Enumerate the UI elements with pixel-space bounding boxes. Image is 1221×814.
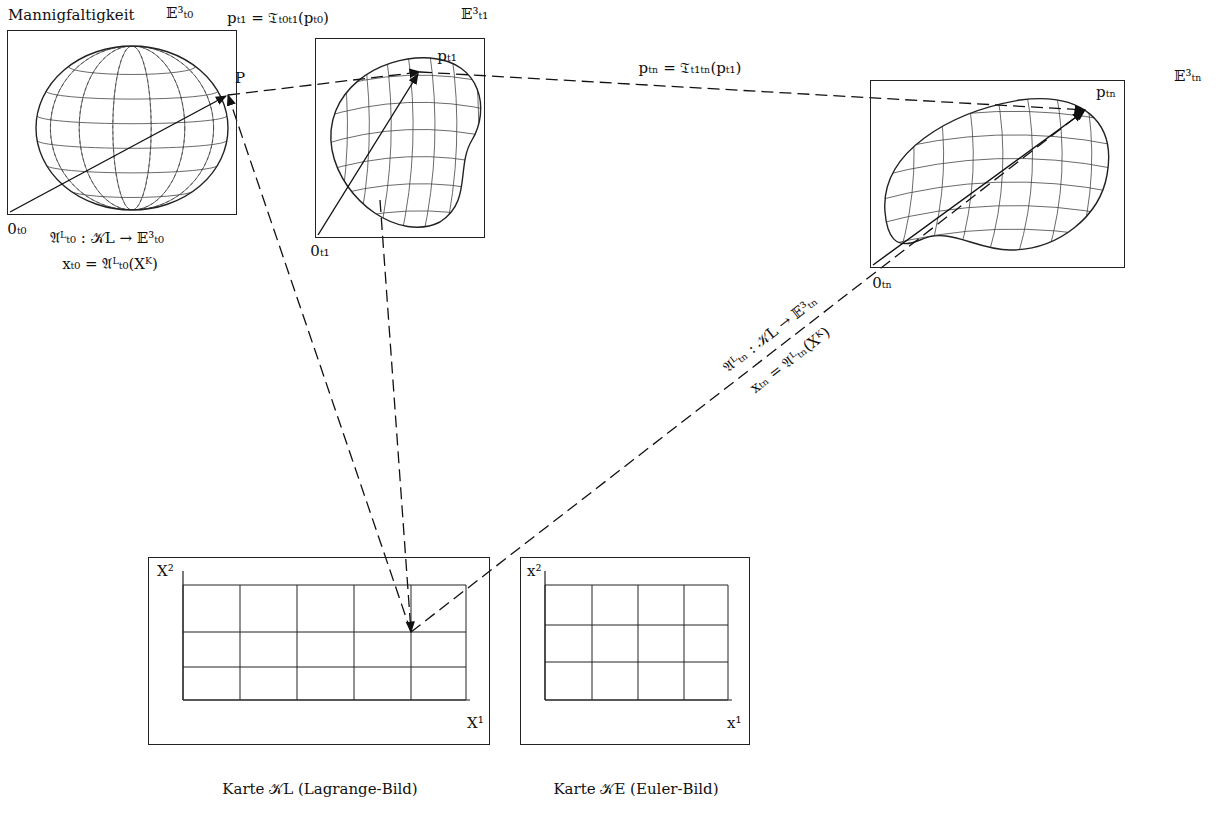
parallel [46,91,217,99]
point-label: pₜₙ [1096,83,1116,101]
grid-line [878,182,1115,200]
mapping-arrow [228,95,411,632]
grid-line [320,75,495,91]
grid-line [335,50,348,240]
sphere-grid [37,46,227,210]
grid-line [354,585,355,700]
map-formula: 𝔄ᴸₜ₀ : 𝒦L → 𝔼³ₜ₀ [50,229,164,247]
grid-line [878,88,1115,106]
grid-line [320,129,495,145]
body-grid [313,48,501,254]
mapping-arrow [420,72,1085,110]
mapping-arrow [228,72,420,95]
axis-label: x¹ [727,714,741,732]
position-vector [318,74,418,235]
grid-line [870,90,884,255]
meridian [79,46,185,210]
grid-line [320,211,495,227]
chart-caption: Karte 𝒦E (Euler-Bild) [553,780,718,798]
grid-line [297,585,298,700]
grid-line [411,585,412,700]
grid-line [592,585,593,700]
space-label: 𝔼³ₜ₁ [461,5,488,23]
chart-grid [183,571,470,700]
transform-formula: pₜₙ = 𝔗ₜ₁ₜₙ(pₜ₁) [637,59,744,77]
chart-frame: x²x¹Karte 𝒦E (Euler-Bild) [520,557,750,745]
grid-line [466,585,467,700]
meridian [79,46,185,210]
grid-line [929,90,943,255]
grid-line [320,102,495,118]
grid-line [878,158,1115,176]
grid-line [240,585,241,700]
grid-line [878,229,1115,247]
grid-line [183,667,466,668]
axis-label: X² [157,562,174,580]
grid-line [320,184,495,200]
axis [183,699,470,700]
parallel [46,165,217,173]
axis [182,571,183,700]
meridian [113,46,151,210]
body-outline [331,58,481,227]
grid-line [1018,90,1032,255]
point-label: P [235,69,245,87]
grid-line [183,585,466,586]
axis [544,571,545,700]
grid-line [878,206,1115,224]
grid-line [684,585,685,700]
position-vector [873,112,1083,265]
space-frame: Mannigfaltigkeit𝔼³ₜ₀ [7,30,237,215]
axis-label: X¹ [467,714,484,732]
grid-line [878,135,1115,153]
mapping-arrow [411,110,1085,632]
position-vector [10,96,226,212]
grid-line [900,90,914,255]
grid-line [728,585,729,700]
space-label: 𝔼³ₜₙ [1174,67,1202,85]
space-label: Mannigfaltigkeit [8,6,135,24]
parallel [37,116,227,124]
parallel [69,67,196,75]
grid-line [545,585,728,586]
parallel [69,190,196,198]
space-label: 𝔼³ₜ₀ [166,4,193,22]
axis [545,699,732,700]
origin-label: 0ₜ₁ [310,242,329,260]
axis-label: x² [527,562,541,580]
grid-line [545,625,728,626]
grid-line [545,662,728,663]
meridian [50,46,213,210]
grid-line [1107,90,1121,255]
origin-label: 0ₜₙ [872,274,892,292]
chart-caption: Karte 𝒦L (Lagrange-Bild) [222,780,417,798]
meridian [50,46,213,210]
grid-line [320,48,495,64]
chart-grid [545,571,732,700]
sphere-outline [36,46,228,210]
grid-line [183,632,466,633]
space-frame: 𝔼³ₜₙ [870,80,1125,268]
map-formula: xₜ₀ = 𝔄ᴸₜ₀(Xᴷ) [62,255,158,273]
meridian [113,46,151,210]
transform-formula: pₜ₁ = 𝔗ₜ₀ₜ₁(pₜ₀) [225,9,331,27]
grid-line [320,157,495,173]
grid-line [638,585,639,700]
origin-label: 0ₜ₀ [7,220,26,238]
grid-line [488,50,501,240]
grid-line [320,238,495,254]
point-label: pₜ₁ [437,47,456,65]
space-frame: 𝔼³ₜ₁ [315,38,485,238]
grid-line [444,50,457,240]
grid-line [878,253,1115,271]
mapping-arrow [380,200,411,632]
chart-frame: X²X¹Karte 𝒦L (Lagrange-Bild) [148,557,490,745]
